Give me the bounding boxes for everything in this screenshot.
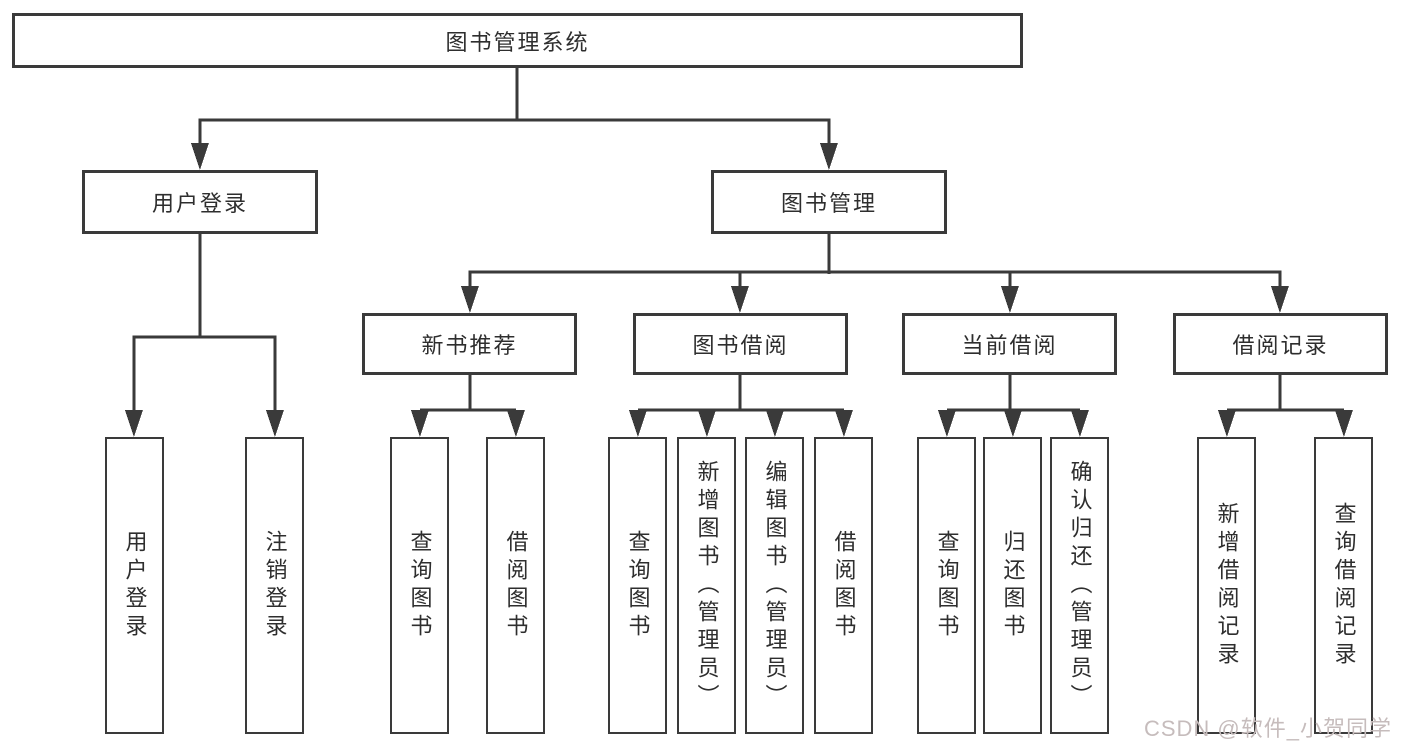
node-book-borrow: 图书借阅 [633,313,848,375]
node-new-book-recommend: 新书推荐 [362,313,577,375]
leaf-borrow-books-recommend: 借阅图书 [486,437,545,734]
node-library-system: 图书管理系统 [12,13,1023,68]
leaf-add-book-admin: 新增图书（管理员） [677,437,736,734]
leaf-logout: 注销登录 [245,437,304,734]
watermark-text: CSDN @软件_小贺同学 [1143,716,1392,741]
leaf-add-borrow-record-label: 新增借阅记录 [1214,501,1240,670]
leaf-query-books-borrow: 查询图书 [608,437,667,734]
node-user-login: 用户登录 [82,170,318,234]
leaf-query-books-recommend: 查询图书 [390,437,449,734]
leaf-query-books-current: 查询图书 [917,437,976,734]
node-book-management: 图书管理 [711,170,947,234]
leaf-confirm-return-admin-label: 确认归还（管理员） [1067,459,1093,712]
leaf-user-login-label: 用户登录 [122,529,148,642]
leaf-return-book: 归还图书 [983,437,1042,734]
leaf-borrow-books-recommend-label: 借阅图书 [503,529,529,642]
leaf-logout-label: 注销登录 [262,529,288,642]
leaf-query-borrow-record-label: 查询借阅记录 [1331,501,1357,670]
leaf-confirm-return-admin: 确认归还（管理员） [1050,437,1109,734]
leaf-add-book-admin-label: 新增图书（管理员） [694,459,720,712]
leaf-borrow-books-borrow-label: 借阅图书 [831,529,857,642]
leaf-edit-book-admin-label: 编辑图书（管理员） [762,459,788,712]
leaf-user-login: 用户登录 [105,437,164,734]
node-current-borrow: 当前借阅 [902,313,1117,375]
leaf-borrow-books-borrow: 借阅图书 [814,437,873,734]
leaf-query-borrow-record: 查询借阅记录 [1314,437,1373,734]
node-borrow-records: 借阅记录 [1173,313,1388,375]
leaf-edit-book-admin: 编辑图书（管理员） [745,437,804,734]
leaf-return-book-label: 归还图书 [1000,529,1026,642]
leaf-query-books-borrow-label: 查询图书 [625,529,651,642]
arrowheads [125,143,1353,437]
leaf-query-books-recommend-label: 查询图书 [407,529,433,642]
leaf-add-borrow-record: 新增借阅记录 [1197,437,1256,734]
leaf-query-books-current-label: 查询图书 [934,529,960,642]
